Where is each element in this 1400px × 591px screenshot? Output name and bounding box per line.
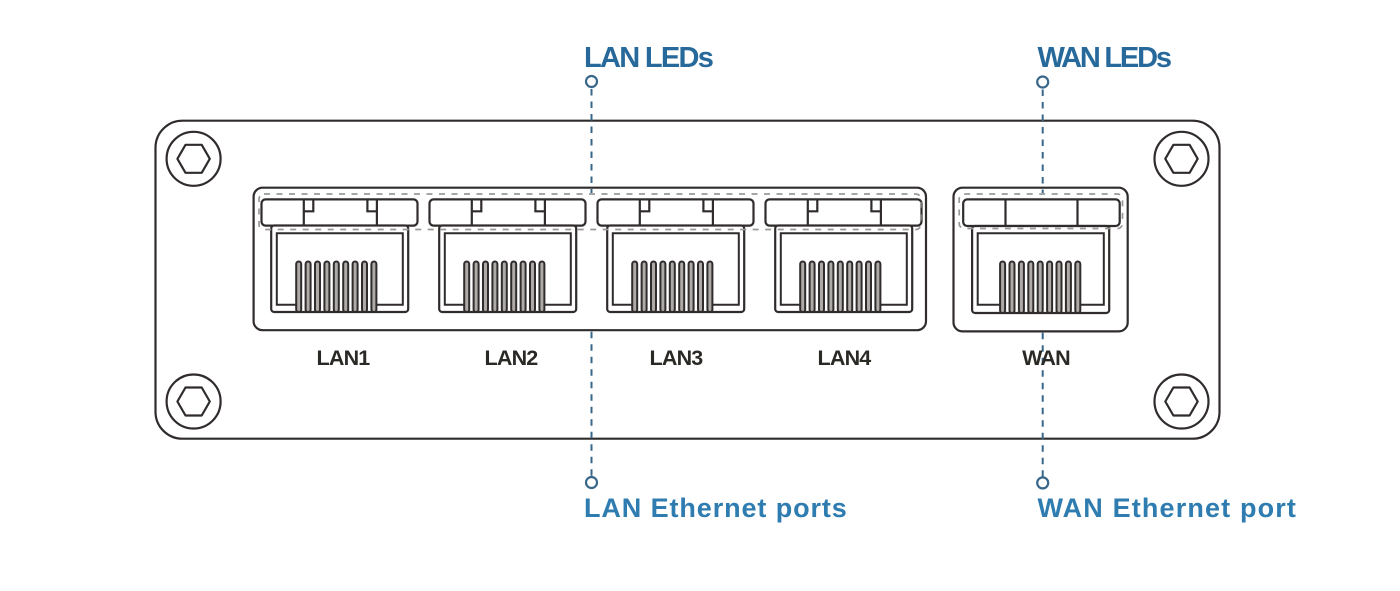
svg-text:WAN Ethernet port: WAN Ethernet port [1038,493,1298,523]
svg-text:WAN LEDs: WAN LEDs [1038,42,1171,74]
svg-text:LAN3: LAN3 [650,346,704,370]
svg-text:WAN: WAN [1022,346,1070,370]
svg-text:LAN LEDs: LAN LEDs [584,42,713,74]
svg-text:LAN Ethernet ports: LAN Ethernet ports [584,493,848,523]
svg-text:LAN1: LAN1 [317,346,371,370]
svg-text:LAN2: LAN2 [485,346,539,370]
svg-text:LAN4: LAN4 [818,346,872,370]
